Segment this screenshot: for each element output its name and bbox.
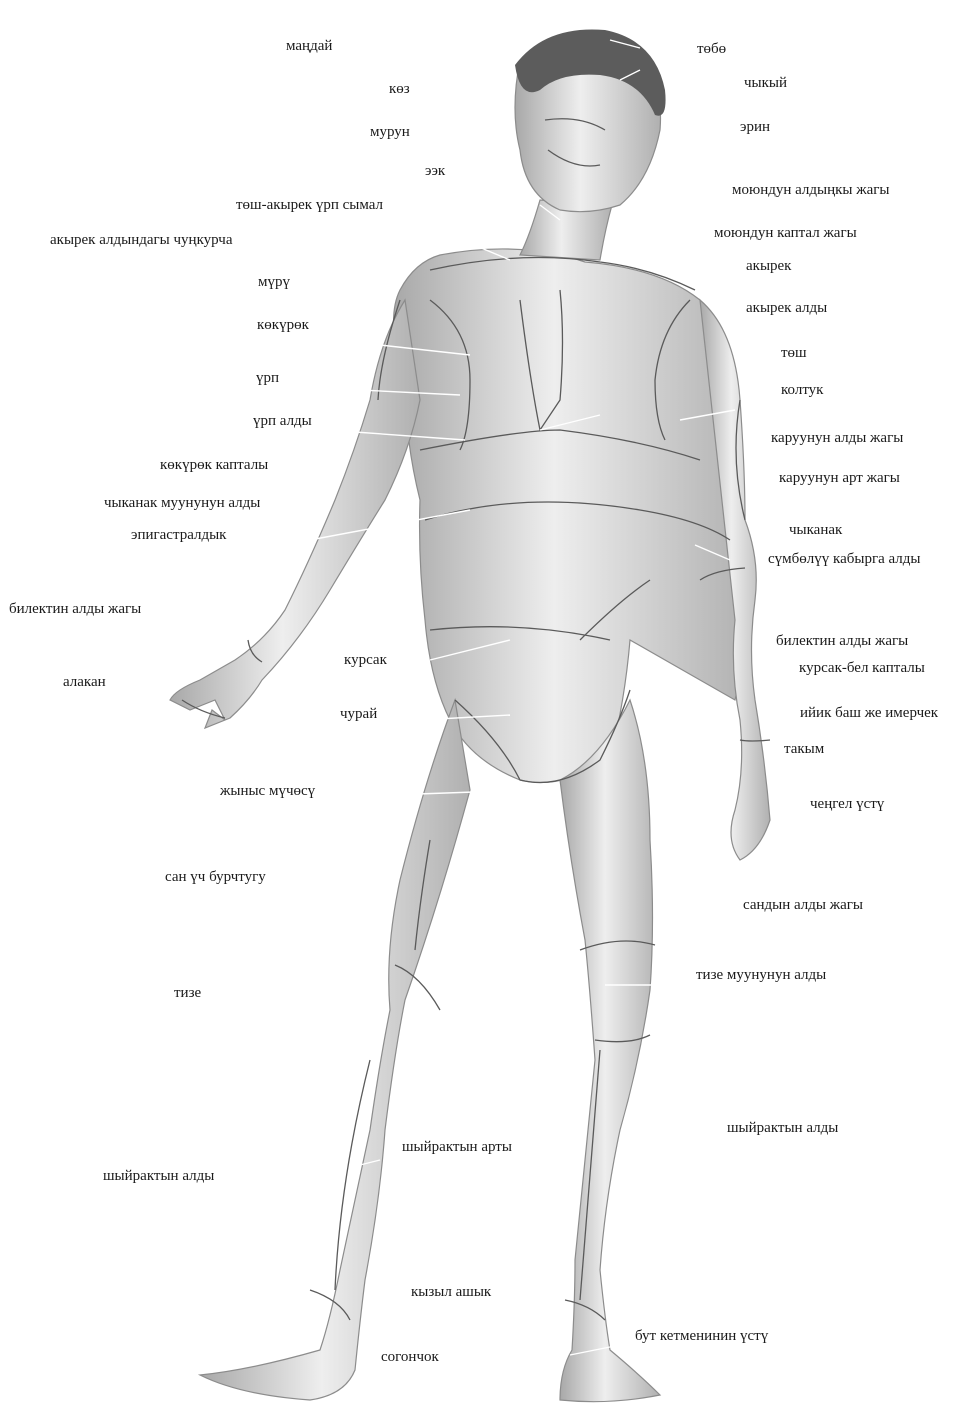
label-karuu-art: каруунун арт жагы — [779, 469, 900, 487]
label-moiun-aldyngky: моюндун алдыңкы жагы — [732, 181, 890, 199]
body-silhouette — [170, 40, 770, 1402]
label-muru: мүрү — [258, 273, 290, 291]
label-tosh: төш — [781, 344, 807, 362]
label-eek: ээк — [425, 162, 445, 180]
label-mandai: маңдай — [286, 37, 332, 55]
label-kursak-bel: курсак-бел капталы — [799, 659, 925, 677]
label-chengel: чеңгел үстү — [810, 795, 884, 813]
label-jynys: жыныс мүчөсү — [220, 782, 315, 800]
label-but-ketmen: бут кетменинин үстү — [635, 1327, 768, 1345]
label-moiun-kaptal: моюндун каптал жагы — [714, 224, 857, 242]
label-murun: мурун — [370, 123, 410, 141]
label-tosh-akyrek-urp: төш-акырек үрп сымал — [236, 196, 383, 214]
label-sogonchok: согончок — [381, 1348, 439, 1366]
label-tobo: төбө — [697, 40, 726, 58]
label-alakan: алакан — [63, 673, 106, 691]
label-san-uch: сан үч бурчтугу — [165, 868, 266, 886]
label-kokurok-kaptaly: көкүрөк капталы — [160, 456, 268, 474]
label-koz: көз — [389, 80, 410, 98]
label-san-aldy: сандын алды жагы — [743, 896, 863, 914]
torso-shape — [394, 249, 750, 783]
label-epigastral: эпигастралдык — [131, 526, 226, 544]
label-akyrek-aldy: акырек алды — [746, 299, 827, 317]
label-chykyi: чыкый — [744, 74, 787, 92]
label-sumbolu: сүмбөлүү кабырга алды — [768, 550, 921, 568]
label-kyzyl-ashyk: кызыл ашык — [411, 1283, 491, 1301]
label-shyirak-arty: шыйрактын арты — [402, 1138, 512, 1156]
label-urp: үрп — [256, 369, 279, 387]
label-akyrek: акырек — [746, 257, 791, 275]
label-akyrek-aldyndagy: акырек алдындагы чуңкурча — [50, 231, 232, 249]
label-chykanak: чыканак — [789, 521, 842, 539]
label-iiyk-bash: ийик баш же имерчек — [800, 704, 938, 722]
right-leg-shape — [560, 700, 660, 1402]
label-kokurok: көкүрөк — [257, 316, 309, 334]
label-tize: тизе — [174, 984, 201, 1002]
label-chykanak-muun: чыканак муунунун алды — [104, 494, 260, 512]
label-bilek-left: билектин алды жагы — [9, 600, 141, 618]
label-tize-muun: тизе муунунун алды — [696, 966, 826, 984]
label-shyirak-aldy-left: шыйрактын алды — [103, 1167, 214, 1185]
label-erin: эрин — [740, 118, 770, 136]
label-urp-aldy: үрп алды — [253, 412, 312, 430]
label-shyirak-aldy-right: шыйрактын алды — [727, 1119, 838, 1137]
label-karuu-aldy: каруунун алды жагы — [771, 429, 903, 447]
label-churai: чурай — [340, 705, 377, 723]
label-bilek-right: билектин алды жагы — [776, 632, 908, 650]
label-kursak: курсак — [344, 651, 387, 669]
label-koltuk: колтук — [781, 381, 823, 399]
label-takym: такым — [784, 740, 824, 758]
